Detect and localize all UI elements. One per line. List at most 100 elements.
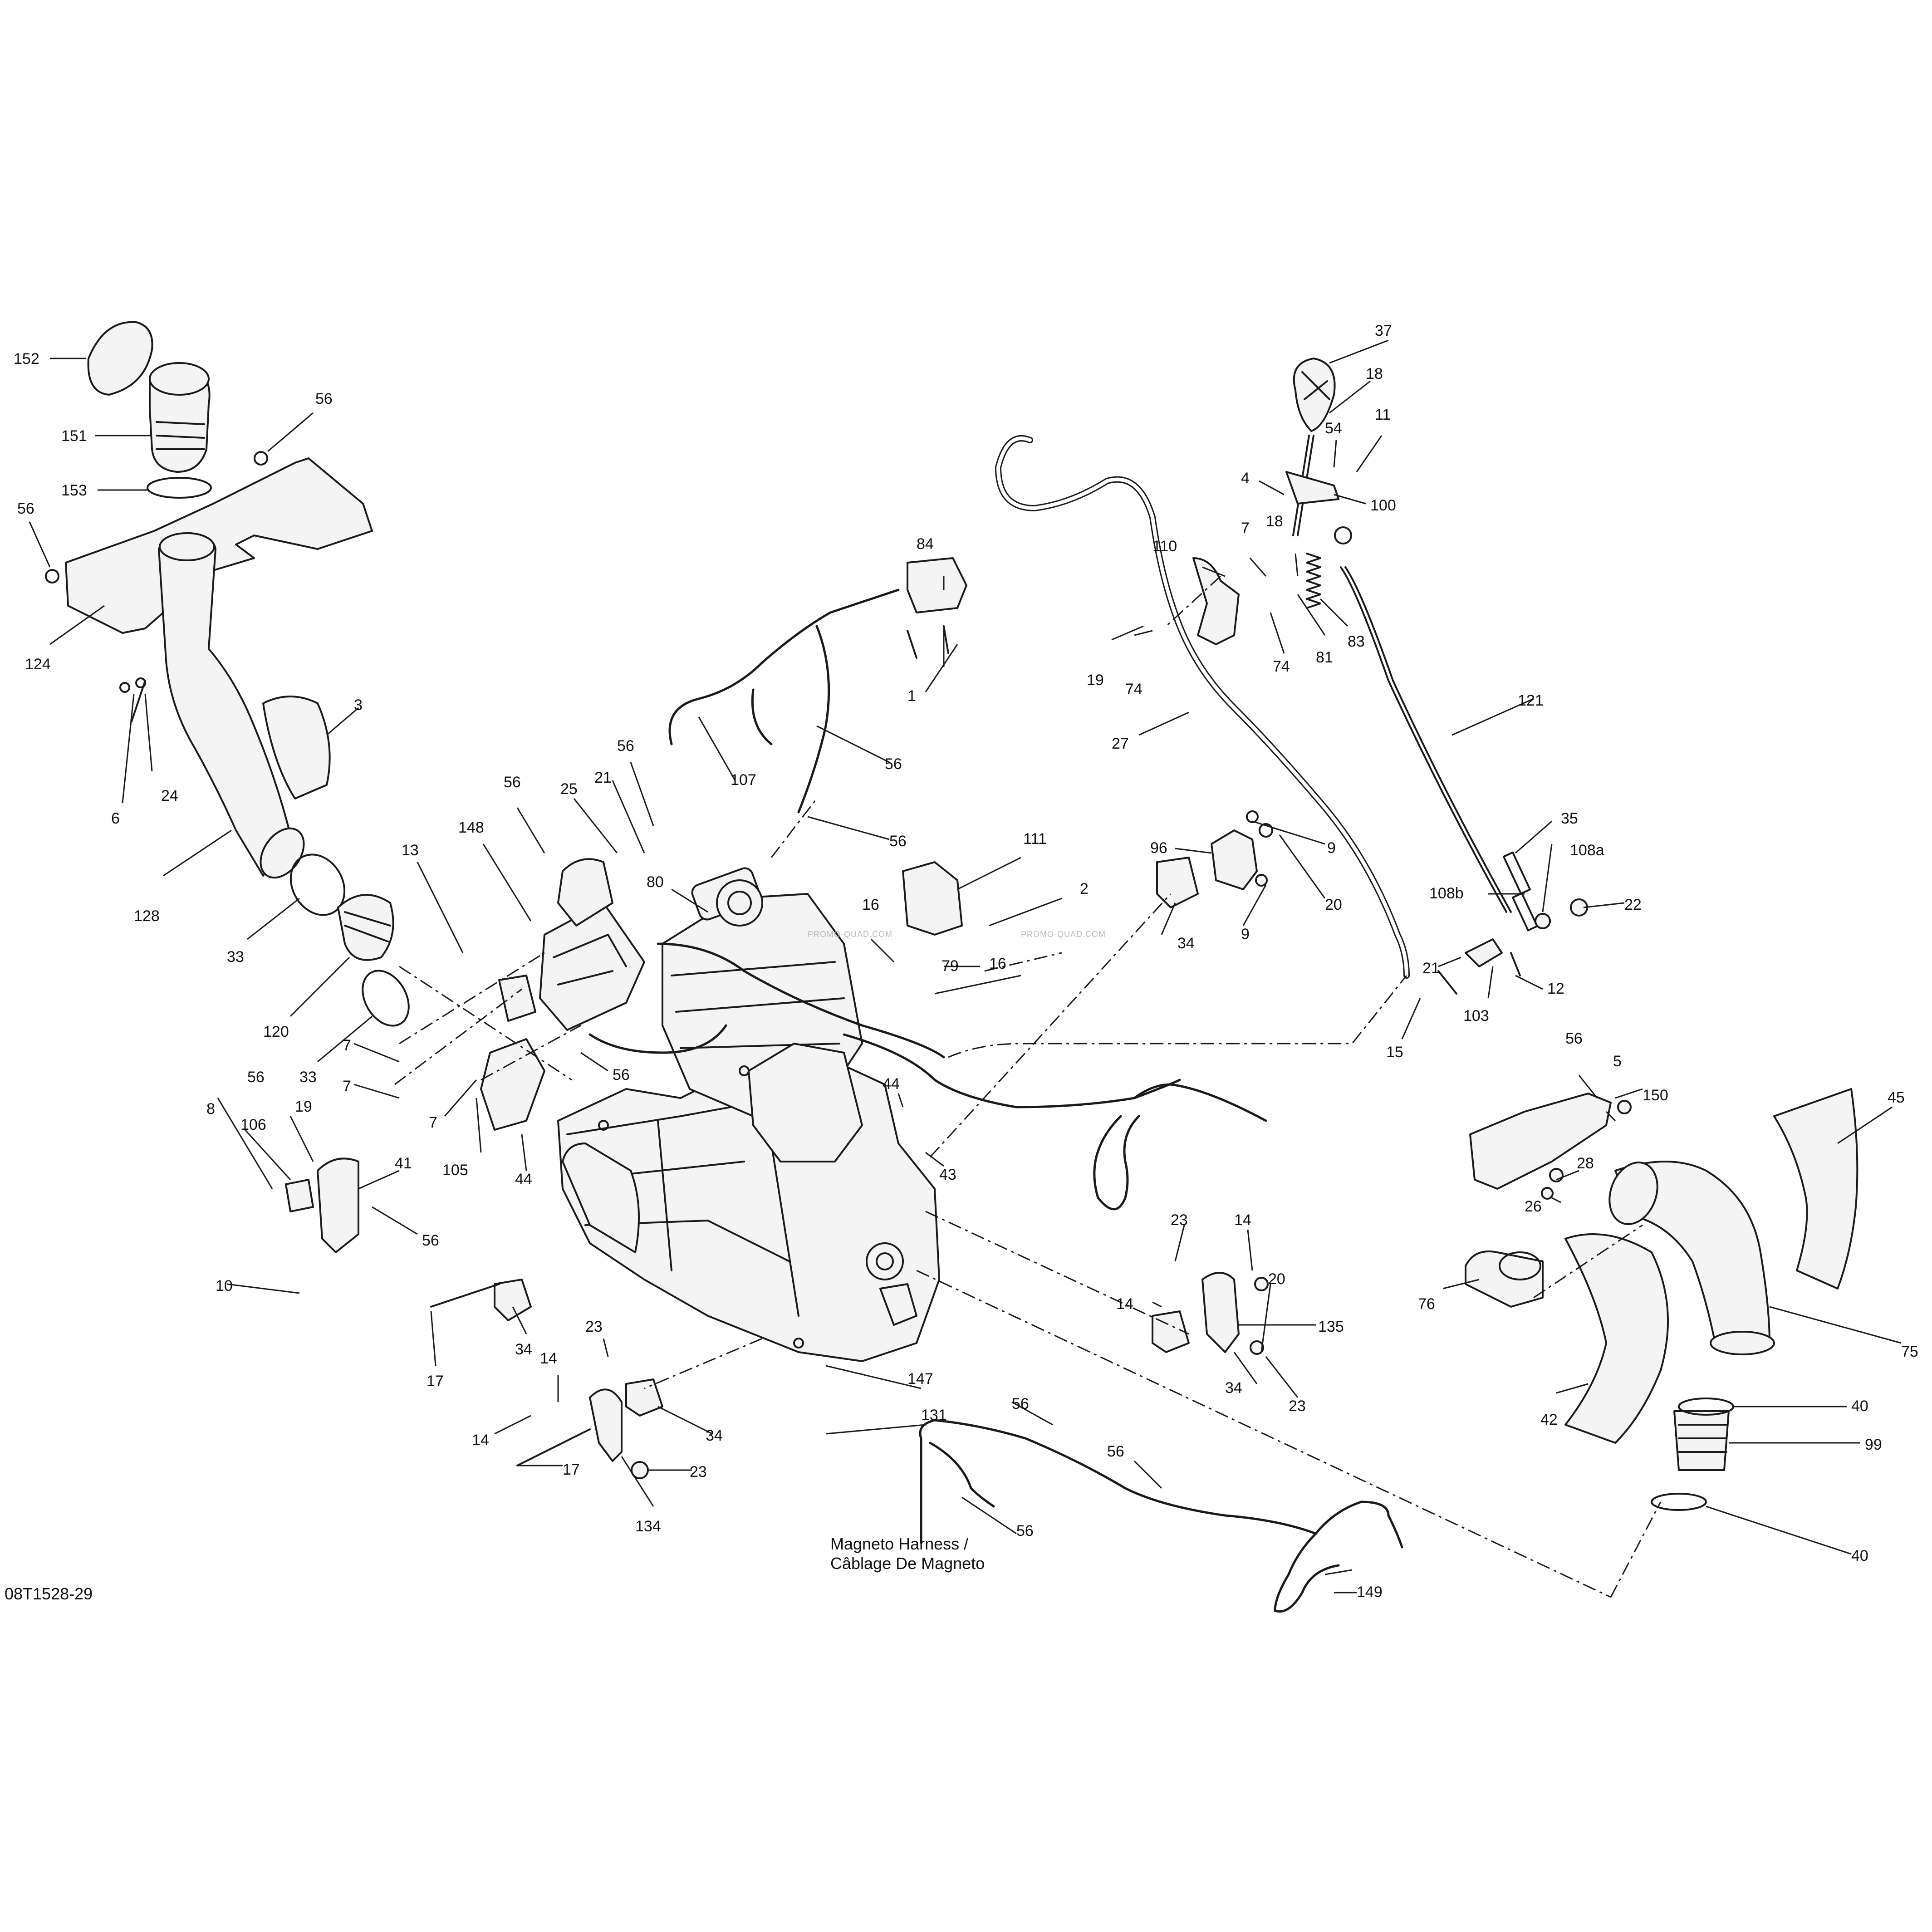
watermark: PROMO-QUAD.COM — [808, 930, 892, 939]
callout-21: 21 — [594, 769, 612, 786]
callout-44: 44 — [515, 1171, 532, 1188]
filter-99 — [1673, 1410, 1730, 1471]
bracket-110 — [1192, 557, 1240, 645]
callout-34: 34 — [515, 1341, 532, 1358]
callout-37: 37 — [1375, 322, 1392, 339]
callout-56: 56 — [1565, 1030, 1583, 1047]
sensor-111 — [902, 861, 963, 936]
bracket-135 — [1201, 1272, 1240, 1353]
callout-9: 9 — [1327, 839, 1336, 857]
callout-134: 134 — [635, 1518, 661, 1535]
callout-23: 23 — [1171, 1211, 1188, 1229]
callout-105: 105 — [442, 1162, 468, 1179]
damper-34-upper — [1156, 857, 1199, 908]
callout-33: 33 — [227, 948, 244, 966]
callout-35: 35 — [1561, 810, 1578, 827]
callout-16: 16 — [862, 896, 879, 913]
damper-34-bottom — [625, 1378, 663, 1417]
bracket-41 — [317, 1157, 359, 1253]
callout-15: 15 — [1386, 1044, 1403, 1061]
duct-shield-45 — [1773, 1088, 1858, 1290]
callout-128: 128 — [134, 907, 160, 925]
callout-13: 13 — [402, 842, 419, 859]
air-intake-assembly — [45, 321, 410, 1027]
callout-74: 74 — [1273, 658, 1290, 675]
callout-8: 8 — [206, 1100, 215, 1118]
callout-80: 80 — [647, 873, 664, 891]
mount-96 — [1211, 829, 1258, 890]
callout-22: 22 — [1624, 896, 1642, 913]
callout-18: 18 — [1366, 365, 1383, 382]
wiring-harnesses — [588, 588, 1403, 1613]
leader-lines — [29, 339, 1902, 1594]
callout-10: 10 — [216, 1277, 233, 1295]
callout-7: 7 — [1241, 520, 1250, 537]
damper-106 — [285, 1179, 314, 1212]
bracket-134 — [589, 1388, 623, 1462]
callout-124: 124 — [25, 656, 51, 673]
callout-152: 152 — [14, 350, 39, 368]
callout-76: 76 — [1418, 1295, 1435, 1313]
callout-83: 83 — [1348, 633, 1365, 650]
coil-105 — [480, 1038, 545, 1131]
callout-17: 17 — [563, 1461, 580, 1478]
callout-56: 56 — [504, 774, 521, 791]
callout-96: 96 — [1150, 839, 1167, 857]
callout-100: 100 — [1370, 497, 1396, 514]
engine-mounts — [285, 1157, 1269, 1479]
callout-14: 14 — [472, 1432, 489, 1449]
cvt-air-ducts — [1465, 1088, 1858, 1511]
callout-23: 23 — [1289, 1398, 1306, 1415]
callout-34: 34 — [1225, 1379, 1242, 1397]
magneto-harness-label-line2: Câblage De Magneto — [830, 1554, 985, 1573]
callout-56: 56 — [422, 1232, 439, 1249]
callout-44: 44 — [883, 1075, 900, 1093]
callout-16: 16 — [989, 955, 1006, 972]
dipstick-121 — [1340, 566, 1507, 913]
callout-4: 4 — [1241, 470, 1250, 487]
callout-99: 99 — [1865, 1436, 1882, 1453]
callout-84: 84 — [917, 535, 934, 553]
callout-34: 34 — [706, 1427, 723, 1444]
callout-19: 19 — [295, 1098, 312, 1115]
callout-81: 81 — [1316, 649, 1333, 666]
callout-45: 45 — [1888, 1089, 1905, 1106]
callout-21: 21 — [1422, 960, 1440, 977]
callout-56: 56 — [315, 390, 333, 407]
callout-120: 120 — [263, 1023, 289, 1040]
drawing-number: 08T1528-29 — [5, 1584, 93, 1603]
spring-83 — [1306, 553, 1321, 609]
callout-2: 2 — [1080, 880, 1089, 897]
bolt-17-bottom — [516, 1428, 591, 1466]
callout-14: 14 — [1116, 1295, 1133, 1313]
callout-108a: 108a — [1570, 842, 1604, 859]
callout-1: 1 — [907, 687, 916, 705]
clamp-33-lower — [362, 970, 410, 1027]
callout-153: 153 — [61, 482, 87, 499]
clip-56-left — [45, 569, 59, 584]
watermark: PROMO-QUAD.COM — [1021, 930, 1106, 939]
callout-56: 56 — [617, 737, 634, 755]
callout-106: 106 — [240, 1116, 266, 1133]
callout-40: 40 — [1851, 1398, 1868, 1415]
intake-plate-124 — [65, 457, 373, 634]
callout-103: 103 — [1463, 1007, 1489, 1025]
callout-56: 56 — [889, 833, 907, 850]
damper-34-left — [494, 1279, 532, 1321]
clamp-33-upper — [289, 853, 346, 916]
callout-150: 150 — [1643, 1087, 1668, 1104]
callout-56: 56 — [1012, 1395, 1029, 1412]
callout-135: 135 — [1318, 1318, 1344, 1335]
callout-75: 75 — [1901, 1343, 1918, 1360]
callout-79: 79 — [941, 957, 959, 975]
callout-147: 147 — [907, 1370, 933, 1388]
callout-27: 27 — [1112, 735, 1129, 752]
callout-23: 23 — [585, 1318, 603, 1335]
callout-24: 24 — [161, 787, 178, 804]
callout-148: 148 — [458, 819, 484, 836]
callout-56: 56 — [247, 1069, 265, 1086]
knob-37 — [1293, 358, 1336, 432]
seal-ring-153 — [147, 477, 212, 499]
callout-108b: 108b — [1429, 885, 1464, 902]
callout-23: 23 — [690, 1463, 707, 1481]
